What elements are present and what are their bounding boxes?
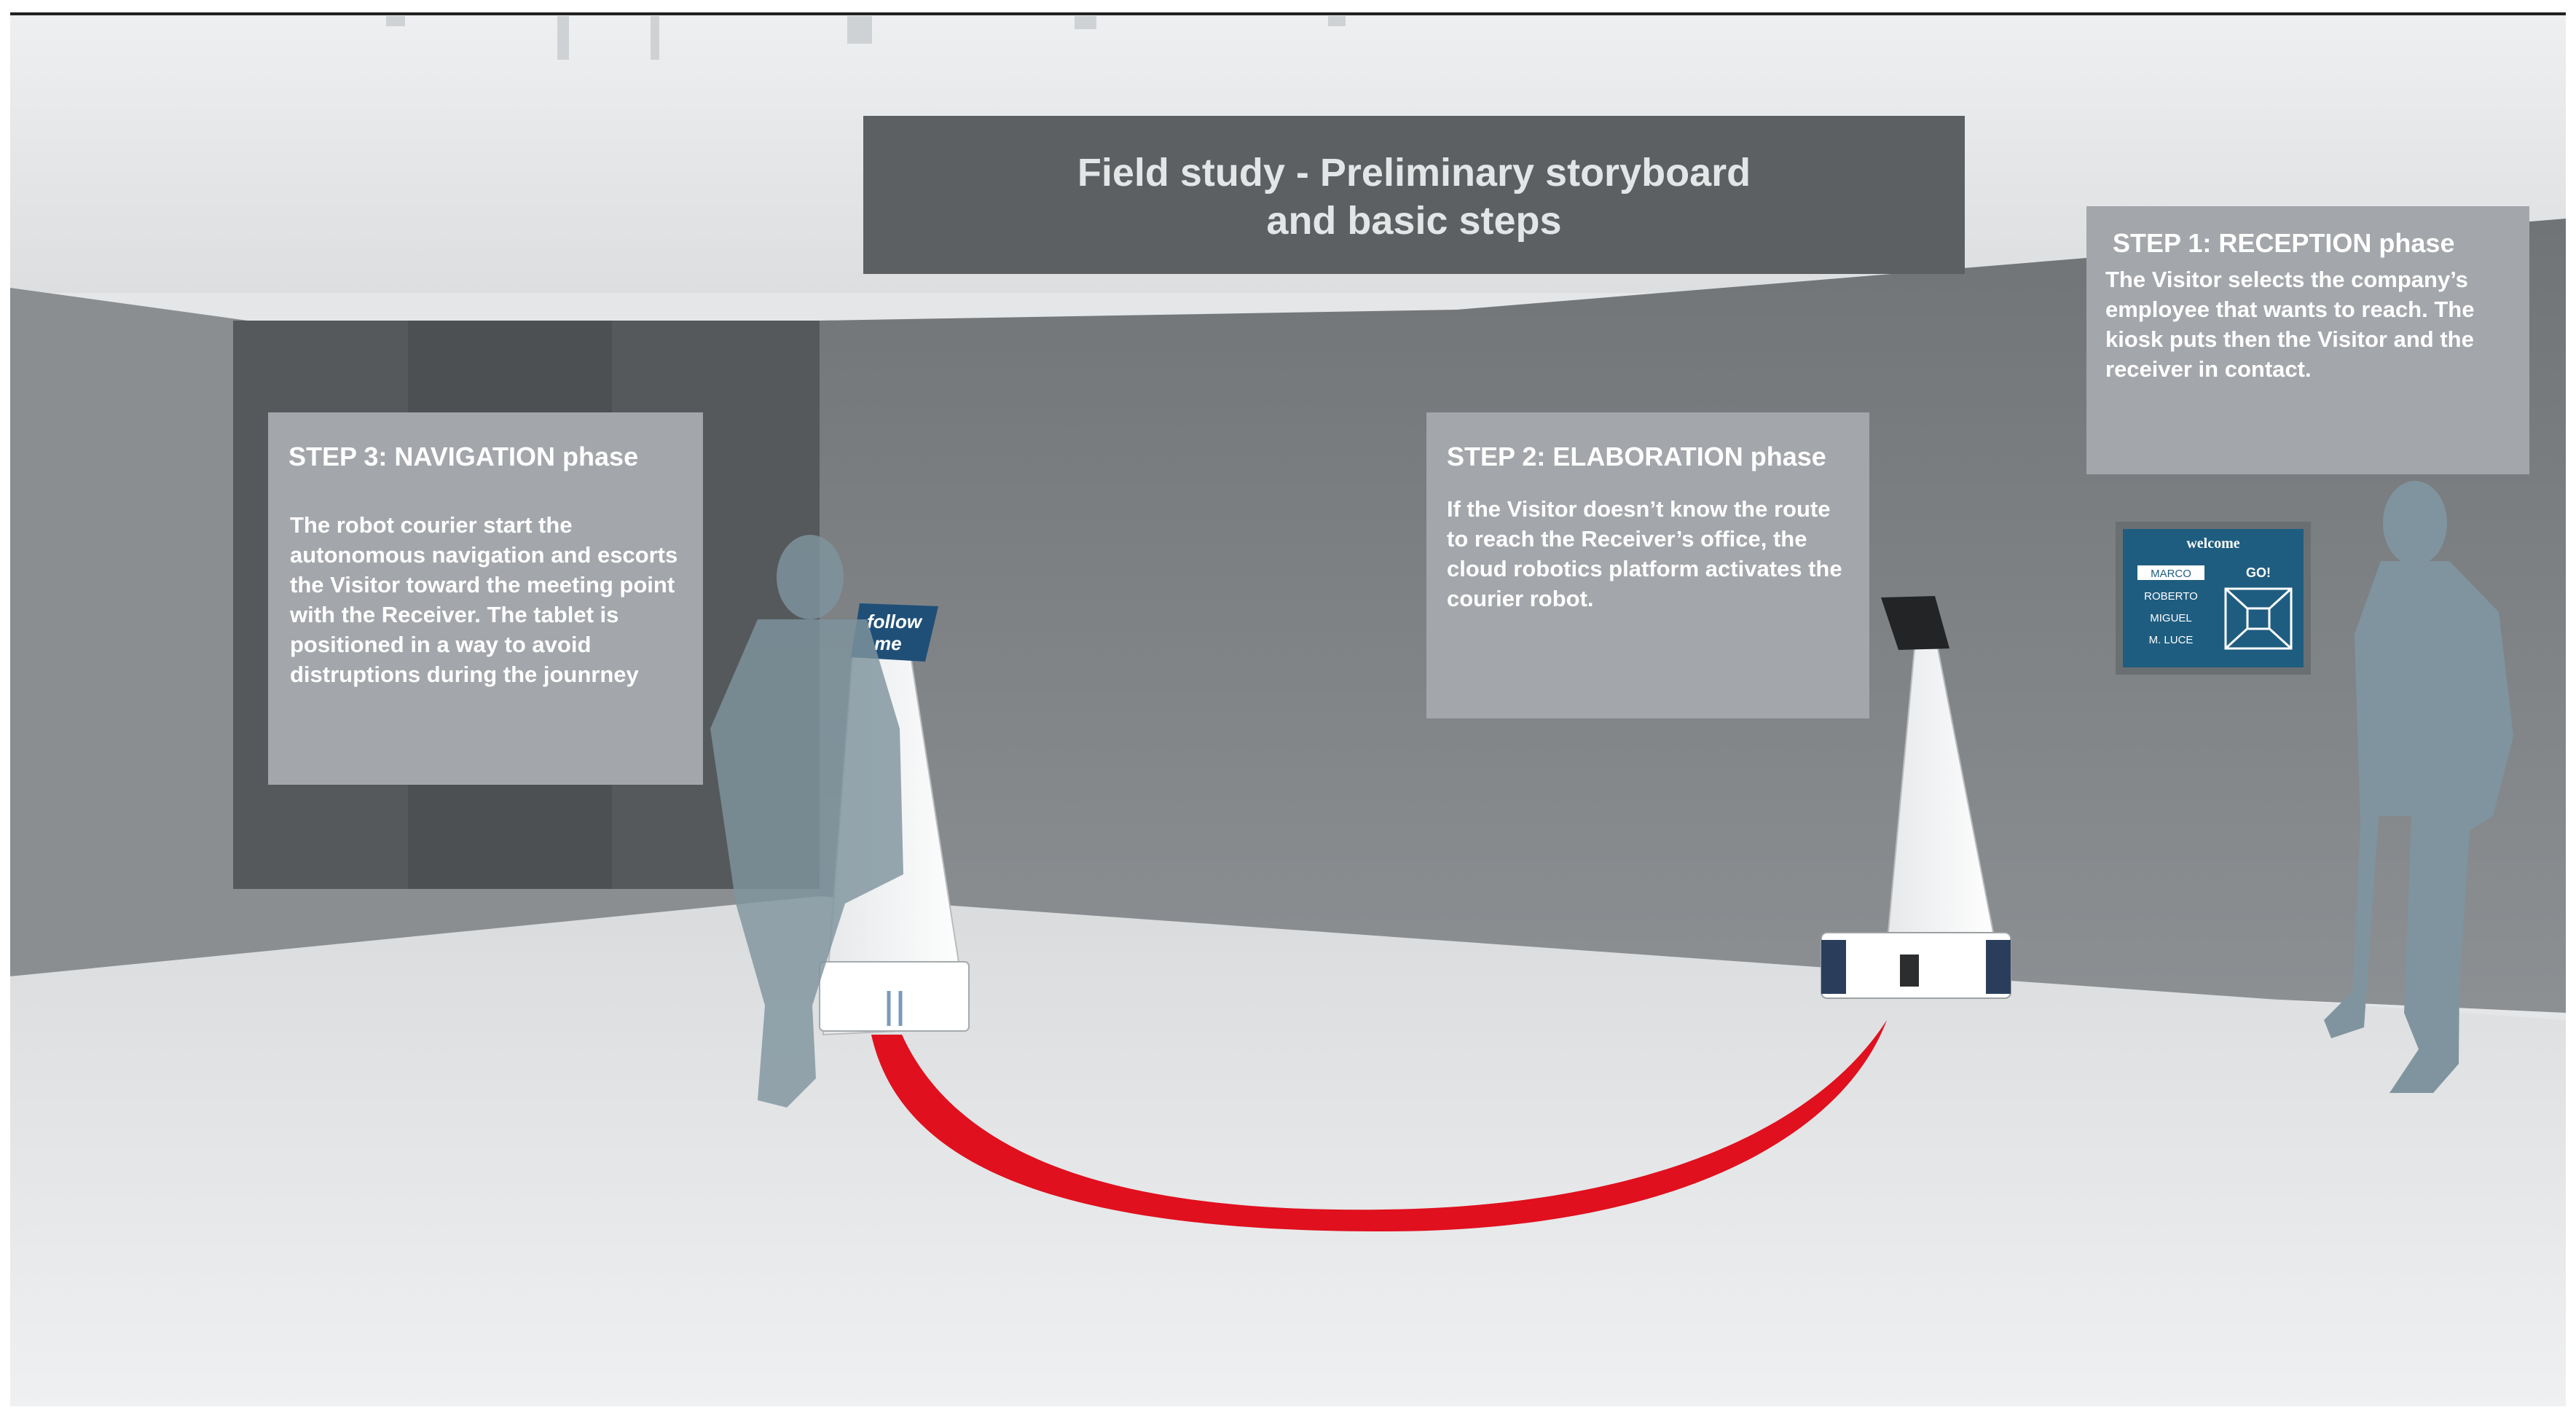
robot-tablet-screen	[1881, 596, 1949, 650]
step-3-description: The robot courier start the autonomous n…	[290, 512, 678, 687]
ceiling-lights	[386, 16, 1346, 60]
step-2-panel: STEP 2: ELABORATION phase If the Visitor…	[1426, 412, 1869, 718]
step-1-panel: STEP 1: RECEPTION phase The Visitor sele…	[2086, 206, 2529, 474]
tablet-follow-text: follow	[867, 611, 923, 632]
visitor-silhouette	[710, 535, 903, 1108]
step-2-description: If the Visitor doesn’t know the route to…	[1447, 496, 1842, 611]
title-banner: Field study - Preliminary storyboard and…	[863, 116, 1965, 274]
step-3-heading: STEP 3: NAVIGATION phase	[288, 442, 639, 471]
kiosk-name-2[interactable]: ROBERTO	[2144, 590, 2198, 603]
courier-robot-waiting	[1821, 596, 2011, 999]
kiosk-name-4[interactable]: M. LUCE	[2149, 634, 2194, 646]
receiver-silhouette	[2324, 481, 2513, 1093]
kiosk-name-1[interactable]: MARCO	[2151, 568, 2191, 580]
kiosk: welcome MARCO ROBERTO MIGUEL M. LUCE GO!	[2116, 522, 2311, 675]
kiosk-name-3[interactable]: MIGUEL	[2150, 612, 2192, 624]
kiosk-screen	[2123, 529, 2304, 667]
title-line-1: Field study - Preliminary storyboard	[1077, 151, 1751, 195]
step-1-description: The Visitor selects the company’s employ…	[2105, 267, 2475, 382]
kiosk-welcome-text: welcome	[2186, 536, 2239, 552]
step-3-panel: STEP 3: NAVIGATION phase The robot couri…	[268, 412, 703, 785]
step-1-heading: STEP 1: RECEPTION phase	[2113, 228, 2455, 258]
tablet-me-text: me	[874, 632, 902, 654]
title-line-2: and basic steps	[1266, 199, 1562, 243]
kiosk-go-button[interactable]: GO!	[2246, 565, 2271, 580]
floor	[10, 896, 2566, 1406]
corridor-icon	[2224, 587, 2293, 650]
step-2-heading: STEP 2: ELABORATION phase	[1447, 442, 1826, 471]
